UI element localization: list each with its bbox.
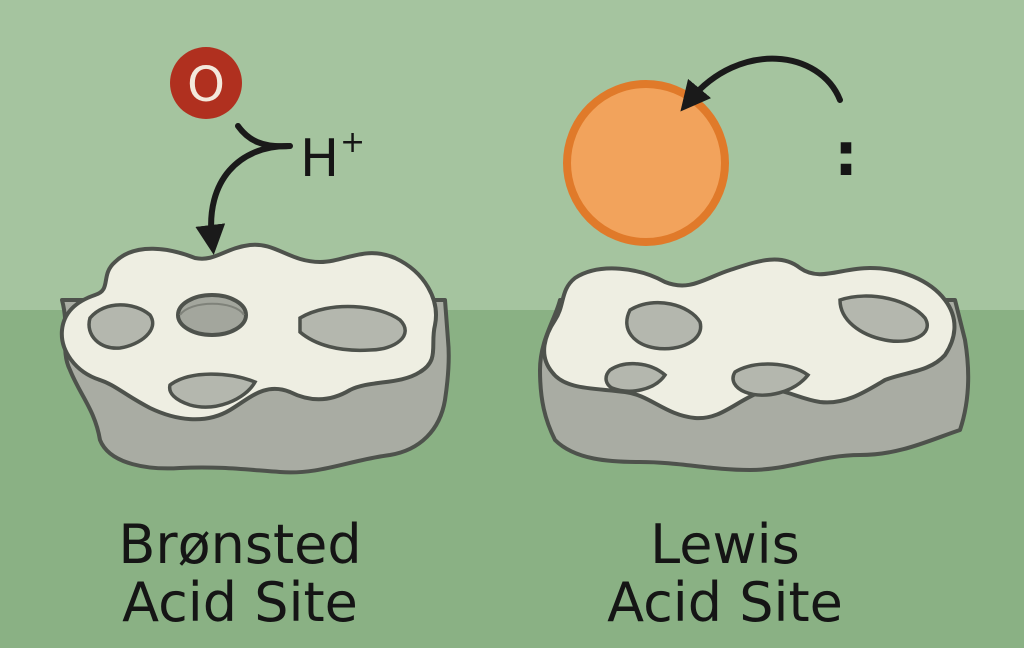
proton-transfer-arrow-icon bbox=[195, 143, 291, 255]
lewis-acid-atom-icon bbox=[563, 80, 729, 246]
lewis-surface-groove bbox=[731, 362, 811, 397]
lewis-caption: Lewis Acid Site bbox=[525, 516, 925, 632]
lewis-surface-groove bbox=[604, 362, 668, 393]
oxygen-label: O bbox=[187, 57, 225, 113]
lone-pair-symbol: : bbox=[834, 120, 858, 190]
lewis-surface-groove bbox=[838, 294, 929, 343]
bronsted-surface-groove bbox=[167, 372, 258, 409]
proton-charge: + bbox=[340, 125, 365, 160]
lewis-title-line1: Lewis bbox=[650, 513, 800, 576]
lewis-surface-groove bbox=[625, 301, 703, 351]
bronsted-surface bbox=[59, 242, 451, 475]
lewis-title-line2: Acid Site bbox=[607, 571, 843, 634]
bronsted-surface-top bbox=[59, 242, 438, 422]
bronsted-title-line1: Brønsted bbox=[118, 513, 362, 576]
lewis-surface bbox=[538, 257, 971, 472]
bronsted-caption: Brønsted Acid Site bbox=[40, 516, 440, 632]
bronsted-acid-pore bbox=[176, 293, 248, 337]
bronsted-surface-groove bbox=[87, 303, 155, 350]
oxygen-atom-icon bbox=[170, 47, 242, 119]
electron-pair-arrow-icon bbox=[680, 55, 843, 112]
proton-label: H bbox=[300, 129, 339, 189]
bronsted-surface-groove bbox=[298, 304, 407, 353]
bronsted-title-line2: Acid Site bbox=[122, 571, 358, 634]
